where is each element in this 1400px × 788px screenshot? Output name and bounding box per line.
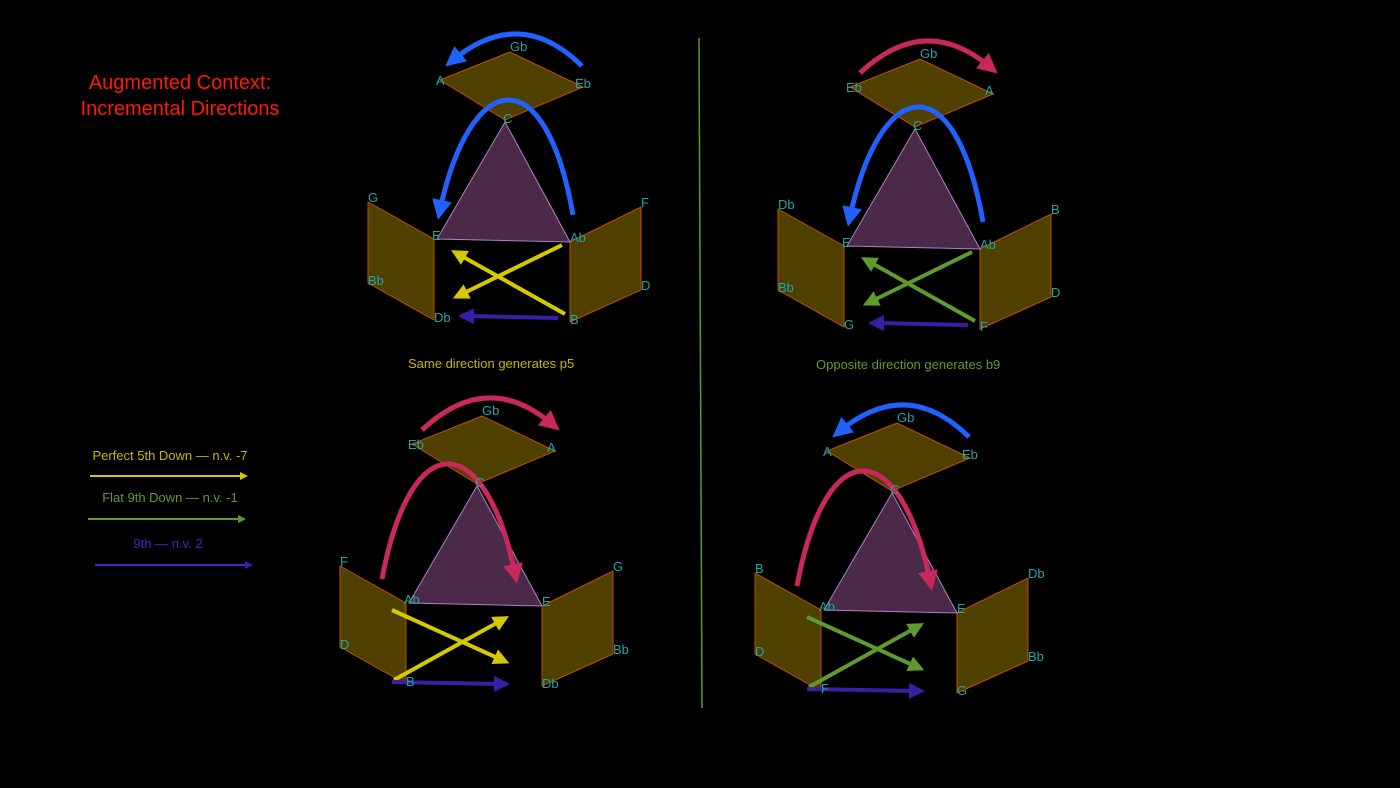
note-label: Db xyxy=(542,676,559,691)
note-label: Bb xyxy=(1028,649,1044,664)
cross-arrow-2 xyxy=(393,616,509,682)
cross-arrow-2 xyxy=(861,257,976,323)
note-label: Bb xyxy=(778,280,794,295)
note-label: D xyxy=(340,637,349,652)
note-label: Ab xyxy=(819,599,835,614)
legend-9th-label: 9th — n.v. 2 xyxy=(133,536,203,551)
note-label: Db xyxy=(1028,566,1045,581)
title-line-1: Augmented Context: xyxy=(88,72,272,94)
augmented-triangle xyxy=(408,484,543,607)
right-panel xyxy=(979,213,1052,330)
note-label: G xyxy=(368,190,378,205)
note-label: D xyxy=(641,278,650,293)
note-label: D xyxy=(755,644,764,659)
top-arc-arrow xyxy=(832,402,971,439)
note-label: Ab xyxy=(404,592,420,607)
note-label: Gb xyxy=(482,403,499,418)
caption-opposite-direction: Opposite direction generates b9 xyxy=(816,357,1001,372)
note-label: A xyxy=(985,83,994,98)
left-panel xyxy=(777,208,845,328)
top-arc-arrow xyxy=(445,31,584,68)
note-label: F xyxy=(340,554,348,569)
top-arc-arrow xyxy=(858,38,998,75)
left-panel xyxy=(754,572,822,692)
cross-arrow-1 xyxy=(452,243,563,299)
big-arc-arrow xyxy=(379,461,523,584)
bottom-arrow xyxy=(458,308,559,325)
note-label: Ab xyxy=(980,237,996,252)
diamond-plane xyxy=(410,415,557,485)
right-panel xyxy=(569,206,642,323)
note-label: A xyxy=(547,440,556,455)
note-label: A xyxy=(823,444,832,459)
big-arc-arrow xyxy=(842,104,986,227)
cross-arrow-2 xyxy=(451,250,566,316)
note-label: B xyxy=(755,561,764,576)
note-label: B xyxy=(1051,202,1060,217)
note-label: Gb xyxy=(510,39,527,54)
cross-arrow-1 xyxy=(862,250,973,306)
note-label: Bb xyxy=(613,642,629,657)
bottom-arrow xyxy=(806,682,925,699)
left-panel xyxy=(367,201,435,321)
note-label: Ab xyxy=(570,230,586,245)
note-label: F xyxy=(641,195,649,210)
legend-perfect-5th-label: Perfect 5th Down — n.v. -7 xyxy=(92,448,248,463)
note-label: D xyxy=(1051,285,1060,300)
legend-flat-9th-label: Flat 9th Down — n.v. -1 xyxy=(102,490,238,505)
note-label: B xyxy=(406,674,415,689)
note-label: E xyxy=(957,601,966,616)
note-label: Eb xyxy=(408,437,424,452)
note-label: F xyxy=(821,681,829,696)
augmented-triangle xyxy=(823,491,958,614)
cross-arrow-1 xyxy=(806,615,925,671)
note-label: C xyxy=(503,111,512,126)
note-label: Db xyxy=(778,197,795,212)
diamond-plane xyxy=(438,51,585,121)
note-label: C xyxy=(475,475,484,490)
note-label: Db xyxy=(434,310,451,325)
note-label: Eb xyxy=(962,447,978,462)
note-label: E xyxy=(432,228,441,243)
note-label: C xyxy=(913,118,922,133)
right-panel xyxy=(541,570,614,687)
caption-same-direction: Same direction generates p5 xyxy=(408,356,575,371)
cross-arrow-1 xyxy=(391,608,510,664)
note-label: A xyxy=(436,73,445,88)
cross-arrow-2 xyxy=(808,623,924,689)
note-label: Eb xyxy=(846,80,862,95)
note-label: Bb xyxy=(368,273,384,288)
note-label: G xyxy=(957,683,967,698)
diamond-plane xyxy=(825,422,972,492)
top-arc-arrow xyxy=(420,395,560,432)
note-label: E xyxy=(542,594,551,609)
bottom-arrow xyxy=(391,675,510,692)
note-label: F xyxy=(980,319,988,334)
note-label: E xyxy=(842,235,851,250)
big-arc-arrow xyxy=(794,468,938,591)
note-label: Eb xyxy=(575,76,591,91)
note-label: B xyxy=(570,312,579,327)
note-label: G xyxy=(844,317,854,332)
note-label: Gb xyxy=(897,410,914,425)
note-label: G xyxy=(613,559,623,574)
center-divider xyxy=(698,37,703,709)
diamond-plane xyxy=(848,58,995,128)
right-panel xyxy=(956,577,1029,694)
big-arc-arrow xyxy=(432,97,576,220)
augmented-triangle xyxy=(436,120,571,243)
note-label: C xyxy=(890,482,899,497)
left-panel xyxy=(339,565,407,685)
augmented-triangle xyxy=(846,127,981,250)
note-label: Gb xyxy=(920,46,937,61)
bottom-arrow xyxy=(868,315,969,332)
title-line-2: Incremental Directions xyxy=(80,98,280,120)
